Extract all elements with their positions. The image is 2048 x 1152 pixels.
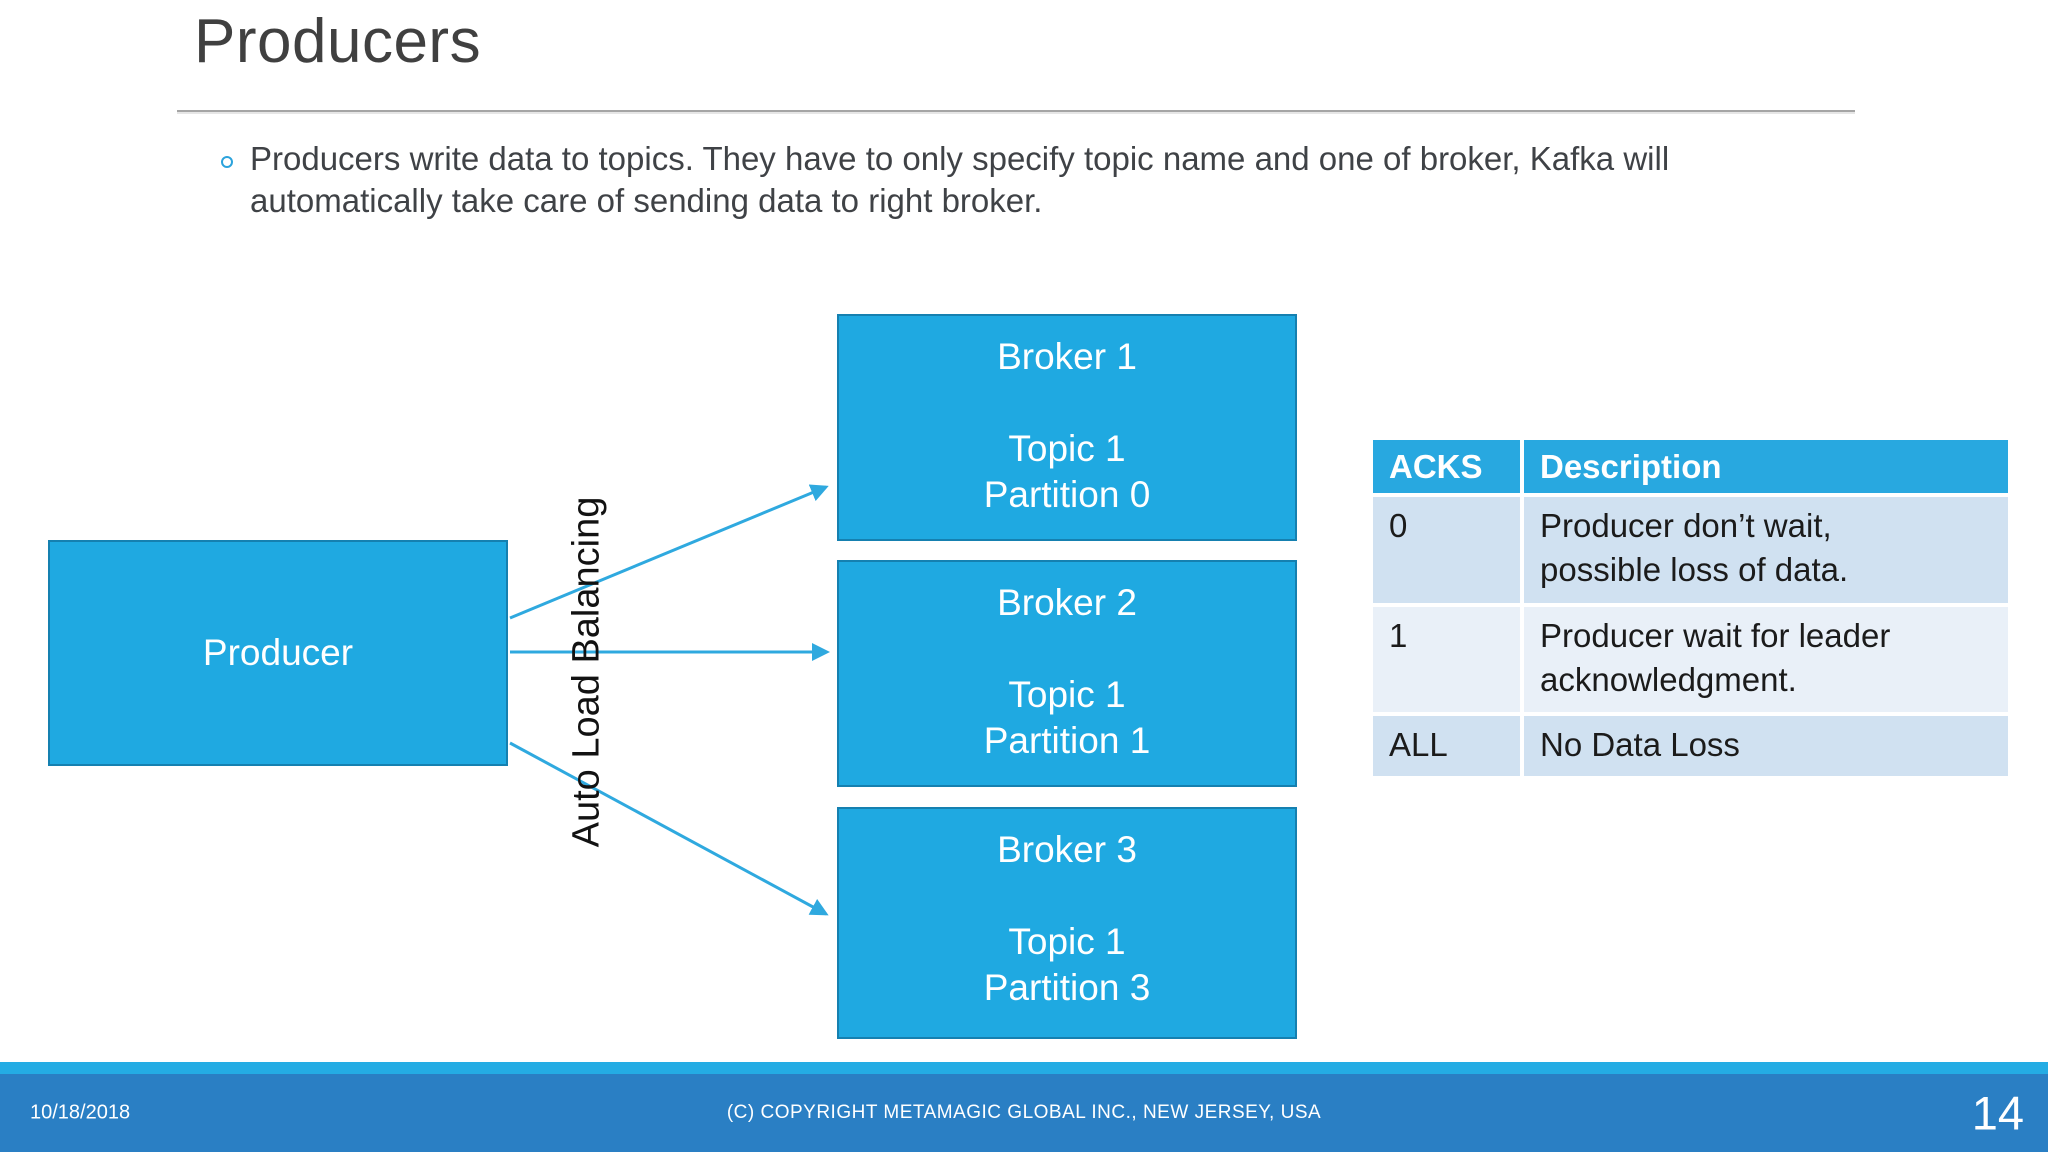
broker-title: Broker 3 — [997, 829, 1137, 870]
producer-label: Producer — [202, 632, 354, 673]
table-cell-line: possible loss of data. — [1540, 551, 1849, 588]
table-cell-description: Producer wait for leader acknowledgment. — [1524, 607, 2008, 712]
footer-bar: 10/18/2018 (C) COPYRIGHT METAMAGIC GLOBA… — [0, 1074, 2048, 1152]
arrow-to-broker-3 — [509, 741, 829, 916]
broker-topic: Topic 1 — [1008, 428, 1126, 469]
table-cell-description: Producer don’t wait, possible loss of da… — [1524, 497, 2008, 603]
bullet-text-line: automatically take care of sending data … — [250, 182, 1043, 219]
broker-1-box: Broker 1 Topic 1 Partition 0 — [837, 314, 1297, 541]
broker-partition: Partition 1 — [983, 720, 1151, 761]
table-cell-acks: 1 — [1373, 607, 1520, 712]
broker-topic: Topic 1 — [1008, 674, 1126, 715]
broker-title: Broker 2 — [997, 582, 1137, 623]
table-header-description: Description — [1524, 440, 2008, 493]
broker-partition: Partition 3 — [983, 967, 1151, 1008]
table-cell-line: No Data Loss — [1540, 726, 1740, 763]
bullet-text-line: Producers write data to topics. They hav… — [250, 140, 1670, 177]
spacer — [839, 873, 1295, 919]
auto-load-balancing-label: Auto Load Balancing — [565, 496, 608, 848]
table-cell-line: Producer wait for leader — [1540, 617, 1891, 654]
broker-3-box: Broker 3 Topic 1 Partition 3 — [837, 807, 1297, 1039]
title-separator — [177, 110, 1855, 112]
table-cell-acks: 0 — [1373, 497, 1520, 603]
spacer — [839, 380, 1295, 426]
producer-to-broker-arrows — [509, 484, 830, 916]
broker-2-box: Broker 2 Topic 1 Partition 1 — [837, 560, 1297, 787]
bullet-icon — [221, 156, 233, 168]
table-cell-description: No Data Loss — [1524, 716, 2008, 776]
page-number: 14 — [1971, 1086, 2024, 1140]
footer-accent-strip — [0, 1062, 2048, 1074]
spacer — [839, 626, 1295, 672]
footer-date: 10/18/2018 — [30, 1101, 131, 1124]
table-header-acks: ACKS — [1373, 440, 1520, 493]
arrow-to-broker-1 — [509, 484, 829, 620]
broker-title: Broker 1 — [997, 336, 1137, 377]
bullet-text: Producers write data to topics. They hav… — [250, 138, 1870, 222]
table-cell-line: Producer don’t wait, — [1540, 507, 1832, 544]
page-title: Producers — [194, 7, 482, 76]
broker-partition: Partition 0 — [983, 474, 1151, 515]
table-cell-acks: ALL — [1373, 716, 1520, 776]
footer-copyright: (C) COPYRIGHT METAMAGIC GLOBAL INC., NEW… — [726, 1102, 1322, 1123]
table-cell-line: acknowledgment. — [1540, 661, 1797, 698]
broker-topic: Topic 1 — [1008, 921, 1126, 962]
producer-box: Producer — [48, 540, 508, 766]
acks-table: ACKS Description 0 Producer don’t wait, … — [1373, 440, 2008, 776]
